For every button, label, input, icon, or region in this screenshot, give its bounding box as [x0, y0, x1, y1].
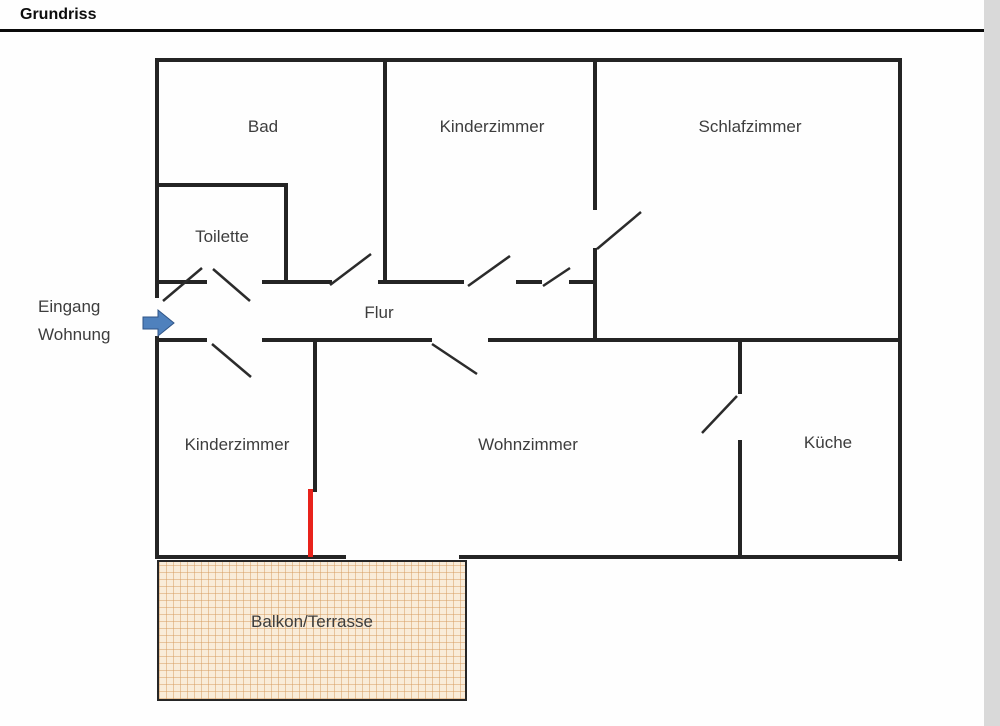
wall-flur-top-seg1: [155, 280, 207, 284]
wall-outer-left-upper: [155, 58, 159, 298]
wall-flur-top-seg5: [569, 280, 597, 284]
entrance-label-line2: Wohnung: [38, 325, 111, 344]
wall-flur-top-seg3: [378, 280, 464, 284]
wall-bad-kinderzimmer: [383, 58, 387, 282]
door-swing-kinderzimmer-oben: [467, 254, 511, 288]
door-swing-toilette: [212, 268, 251, 302]
wall-flur-top-seg4: [516, 280, 542, 284]
title-divider: [0, 29, 984, 32]
wall-kueche-lower: [738, 440, 742, 559]
room-label-bad: Bad: [247, 117, 279, 136]
wall-flur-bottom-seg2: [262, 338, 432, 342]
wall-outer-top: [155, 58, 902, 62]
room-label-toilette: Toilette: [195, 227, 249, 246]
room-label-flur: Flur: [364, 303, 394, 322]
door-swing-schlafzimmer: [596, 211, 642, 250]
wall-schlafzimmer-upper: [593, 58, 597, 210]
page-edge-strip: [984, 0, 1000, 726]
wall-flur-bottom-seg3: [488, 338, 902, 342]
door-swing-wohnzimmer: [431, 342, 478, 376]
wall-flur-top-seg2: [262, 280, 332, 284]
wall-toilette-right: [284, 183, 288, 284]
door-swing-kinderzimmer-unten: [211, 343, 252, 378]
room-label-balkon: Balkon/Terrasse: [251, 612, 373, 631]
door-swing-entrance: [162, 267, 203, 302]
room-label-kinderzimmer-unten: Kinderzimmer: [184, 435, 290, 454]
balcony-area: Balkon/Terrasse: [157, 560, 467, 701]
door-swing-bad: [329, 253, 372, 286]
wall-kueche-upper: [738, 338, 742, 394]
wall-outer-bottom-right: [459, 555, 902, 559]
door-swing-kueche: [701, 395, 738, 434]
wall-outer-right: [898, 58, 902, 561]
entrance-label-line1: Eingang: [38, 297, 101, 316]
door-swing-flur-small: [542, 266, 571, 288]
room-label-kinderzimmer-oben: Kinderzimmer: [439, 117, 545, 136]
wall-toilette-top: [155, 183, 288, 187]
entrance-label: Eingang Wohnung: [38, 293, 110, 349]
wall-outer-bottom-left: [155, 555, 346, 559]
wall-flur-bottom-seg1: [155, 338, 207, 342]
highlight-red-line: [308, 489, 313, 557]
wall-outer-left-lower: [155, 336, 159, 559]
entrance-arrow-icon: [142, 308, 175, 338]
room-label-wohnzimmer: Wohnzimmer: [478, 435, 578, 454]
page-title: Grundriss: [20, 6, 97, 23]
room-label-kueche: Küche: [803, 433, 853, 452]
wall-kinderzimmer-wohnzimmer: [313, 338, 317, 492]
wall-schlafzimmer-lower: [593, 248, 597, 342]
room-label-schlafzimmer: Schlafzimmer: [698, 117, 802, 136]
